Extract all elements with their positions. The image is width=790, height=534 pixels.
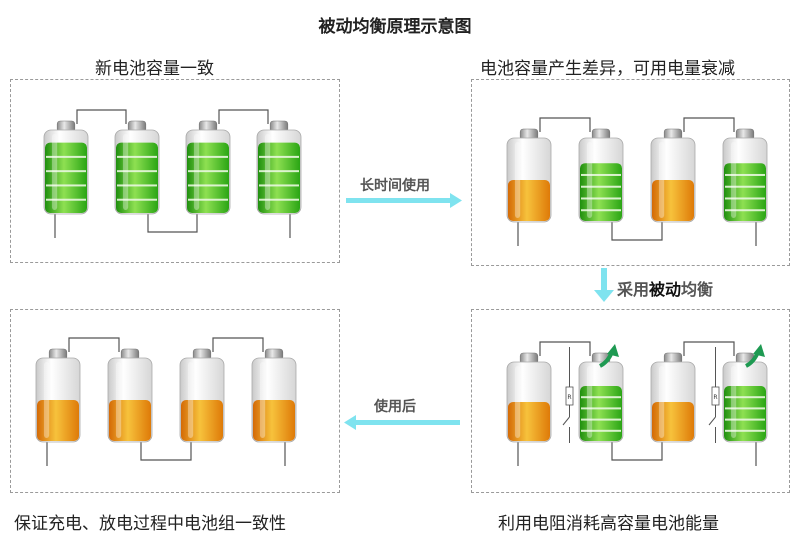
aged-battery-1 bbox=[506, 128, 552, 223]
after-battery-2 bbox=[107, 348, 153, 443]
balancing-battery-4 bbox=[722, 352, 768, 443]
resistor-label: R bbox=[567, 394, 571, 401]
balancing-battery-3 bbox=[650, 352, 696, 443]
panel-new bbox=[10, 79, 340, 263]
aged-battery-3 bbox=[650, 128, 696, 223]
new-battery-3 bbox=[185, 120, 231, 215]
after-battery-4 bbox=[251, 348, 297, 443]
energy-up-arrow-1 bbox=[599, 344, 619, 368]
passive-bold: 被动 bbox=[649, 280, 682, 299]
balance-resistor-2: R bbox=[708, 347, 720, 443]
arrow-label-passive: 采用被动均衡 bbox=[617, 276, 713, 300]
diagram-title: 被动均衡原理示意图 bbox=[318, 17, 472, 37]
arrow-long-use bbox=[346, 193, 462, 208]
after-battery-3 bbox=[179, 348, 225, 443]
arrow-passive-down bbox=[594, 268, 614, 302]
passive-suffix: 均衡 bbox=[681, 280, 714, 299]
new-battery-1 bbox=[43, 120, 89, 215]
new-battery-4 bbox=[256, 120, 302, 215]
resistor-label: R bbox=[713, 394, 717, 401]
caption-after: 保证充电、放电过程中电池组一致性 bbox=[14, 514, 286, 534]
aged-battery-2 bbox=[578, 128, 624, 223]
after-battery-1 bbox=[35, 348, 81, 443]
wire bbox=[54, 109, 291, 238]
aged-battery-4 bbox=[722, 128, 768, 223]
arrow-label-long-use: 长时间使用 bbox=[360, 178, 430, 194]
passive-prefix: 采用 bbox=[617, 280, 650, 299]
energy-up-arrow-2 bbox=[745, 344, 765, 368]
balancing-battery-1 bbox=[506, 352, 552, 443]
new-battery-2 bbox=[114, 120, 160, 215]
balance-resistor-1: R bbox=[562, 347, 574, 443]
wire bbox=[46, 337, 286, 466]
caption-new: 新电池容量一致 bbox=[95, 59, 214, 79]
caption-aged: 电池容量产生差异，可用电量衰减 bbox=[480, 59, 735, 79]
wire bbox=[517, 341, 757, 466]
arrow-label-after-use: 使用后 bbox=[374, 399, 416, 415]
arrow-after-use bbox=[344, 415, 460, 430]
panel-after bbox=[10, 309, 340, 493]
wire bbox=[517, 117, 757, 246]
caption-balancing: 利用电阻消耗高容量电池能量 bbox=[498, 514, 719, 534]
